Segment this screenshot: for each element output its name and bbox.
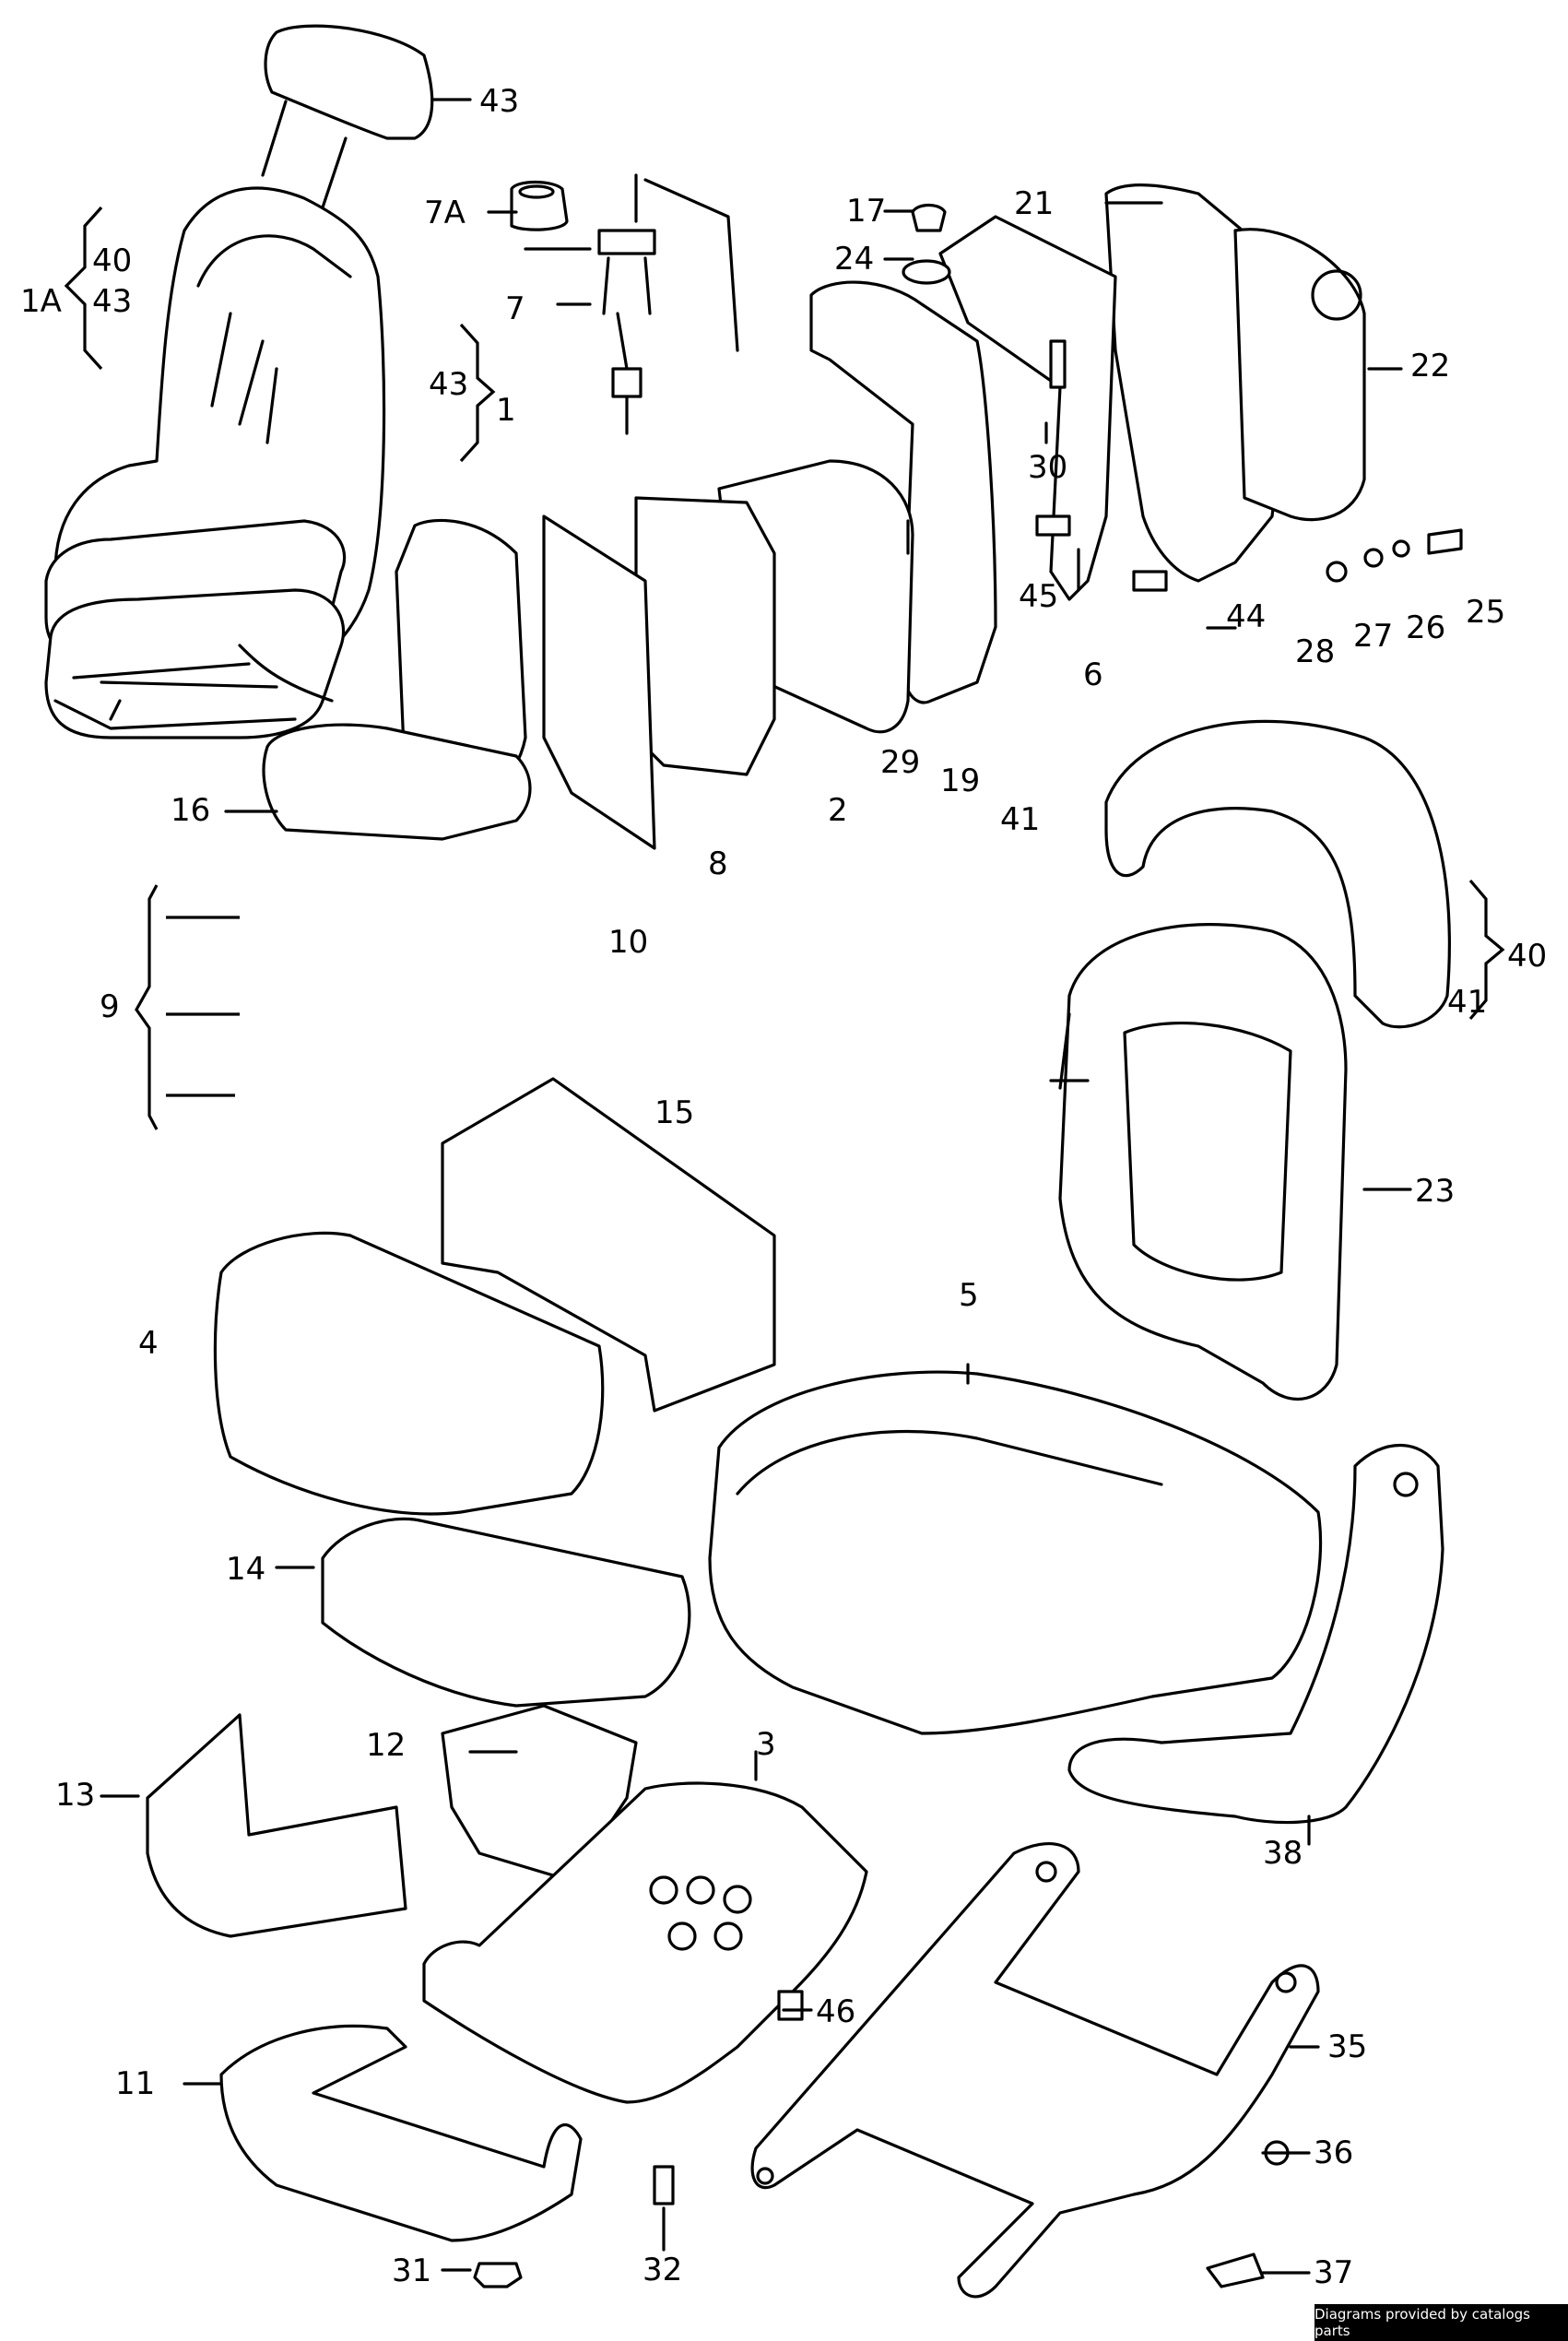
group-member-43-seat[interactable]: 43 xyxy=(429,366,469,403)
seat-pan-drawing xyxy=(422,1704,868,2104)
part-label-5[interactable]: 5 xyxy=(959,1277,979,1314)
part-label-2[interactable]: 2 xyxy=(828,792,848,829)
seat-padding-drawing xyxy=(213,1077,776,1516)
part-label-43-top[interactable]: 43 xyxy=(479,83,520,120)
part-label-36[interactable]: 36 xyxy=(1314,2134,1354,2171)
group-member-40[interactable]: 40 xyxy=(92,242,133,279)
seat-cover-drawing xyxy=(708,1370,1323,1735)
seat-frame-drawing xyxy=(750,1842,1320,2299)
part-label-7A[interactable]: 7A xyxy=(424,195,466,231)
group-label-1[interactable]: 1 xyxy=(496,392,516,429)
part-label-45[interactable]: 45 xyxy=(1019,578,1059,615)
part-label-35[interactable]: 35 xyxy=(1327,2028,1368,2065)
part-label-17[interactable]: 17 xyxy=(846,193,887,230)
trim-cover-drawing xyxy=(146,1713,407,1938)
part-label-3[interactable]: 3 xyxy=(756,1726,776,1763)
part-label-37[interactable]: 37 xyxy=(1314,2254,1354,2291)
part-label-22[interactable]: 22 xyxy=(1410,348,1451,384)
fasteners-drawing xyxy=(473,203,1463,2288)
part-label-4[interactable]: 4 xyxy=(138,1325,159,1362)
group-member-43[interactable]: 43 xyxy=(92,283,133,320)
part-label-8[interactable]: 8 xyxy=(708,845,728,882)
part-label-6[interactable]: 6 xyxy=(1083,656,1103,693)
part-label-31[interactable]: 31 xyxy=(392,2252,432,2289)
complete-seat-drawing xyxy=(44,24,434,739)
leader-lines xyxy=(100,98,1412,2275)
group-label-1A[interactable]: 1A xyxy=(20,283,62,320)
credit-banner: Diagrams provided by catalogs parts xyxy=(1315,2304,1568,2341)
part-label-7[interactable]: 7 xyxy=(505,290,525,327)
part-label-28[interactable]: 28 xyxy=(1295,633,1336,670)
backrest-cover-drawing xyxy=(1058,719,1451,1401)
part-label-38[interactable]: 38 xyxy=(1263,1835,1303,1872)
part-label-46[interactable]: 46 xyxy=(816,1993,856,2030)
part-label-21[interactable]: 21 xyxy=(1014,185,1055,222)
part-label-12[interactable]: 12 xyxy=(366,1727,407,1764)
part-label-15[interactable]: 15 xyxy=(654,1094,695,1131)
part-label-25[interactable]: 25 xyxy=(1466,594,1506,631)
part-label-9[interactable]: 9 xyxy=(100,988,120,1025)
part-label-23[interactable]: 23 xyxy=(1415,1173,1456,1210)
part-label-13[interactable]: 13 xyxy=(55,1777,96,1814)
part-label-16[interactable]: 16 xyxy=(171,792,211,829)
group-member-41[interactable]: 41 xyxy=(1447,984,1488,1021)
part-label-10[interactable]: 10 xyxy=(608,924,649,961)
side-trim-drawing xyxy=(1067,1444,1444,1825)
trim-panel-drawing xyxy=(219,2024,583,2242)
backrest-frames-drawing xyxy=(262,280,997,850)
part-label-24[interactable]: 24 xyxy=(834,241,875,278)
part-label-30[interactable]: 30 xyxy=(1028,449,1068,486)
part-label-27[interactable]: 27 xyxy=(1353,618,1394,655)
part-label-29[interactable]: 29 xyxy=(880,744,921,781)
part-label-32[interactable]: 32 xyxy=(643,2252,683,2288)
part-label-19[interactable]: 19 xyxy=(940,763,981,799)
rear-frame-drawing xyxy=(938,183,1366,601)
small-parts-drawing xyxy=(777,1990,1290,2288)
part-label-41[interactable]: 41 xyxy=(1000,801,1041,838)
group-label-40[interactable]: 40 xyxy=(1507,938,1548,975)
part-label-26[interactable]: 26 xyxy=(1406,609,1446,646)
pan-insert-drawing xyxy=(321,1517,691,1708)
part-label-11[interactable]: 11 xyxy=(115,2065,156,2102)
harness-drawing xyxy=(510,173,739,435)
part-label-44[interactable]: 44 xyxy=(1226,598,1267,635)
part-label-14[interactable]: 14 xyxy=(226,1551,266,1588)
